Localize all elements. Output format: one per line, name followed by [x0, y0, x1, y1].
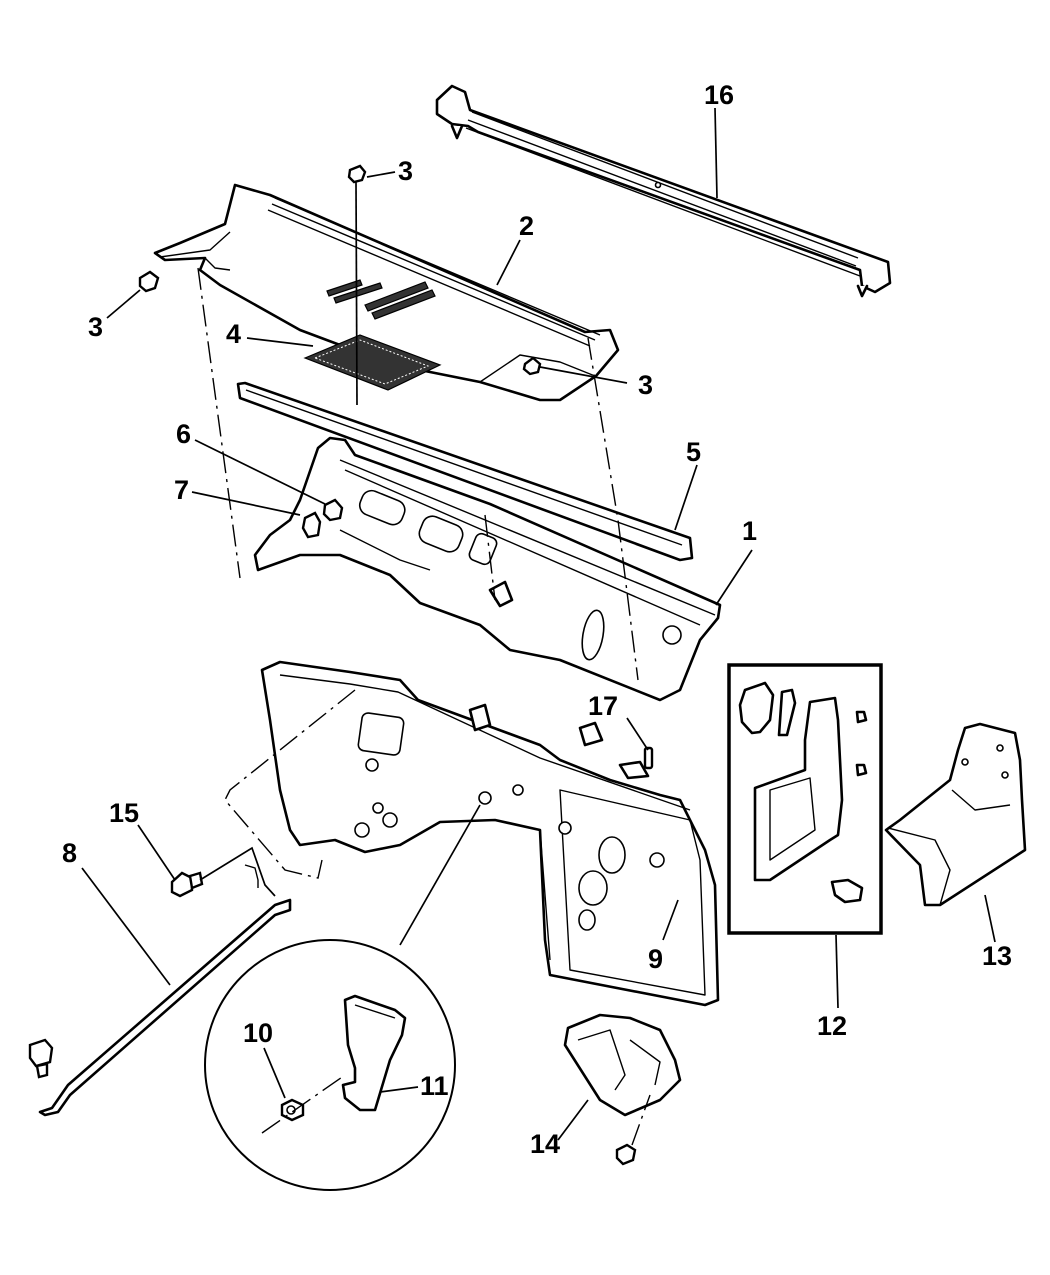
callout-9: 9	[648, 944, 663, 974]
dash-panel	[260, 660, 720, 1007]
callout-8: 8	[62, 838, 77, 868]
part-7-clip	[301, 511, 322, 539]
part-11-grommet	[341, 994, 407, 1112]
part-8-brace	[38, 898, 292, 1117]
part-13-kit	[727, 663, 883, 935]
part-1-cowl-panel	[253, 436, 722, 702]
callout-3-right: 3	[638, 370, 653, 400]
callout-6: 6	[176, 419, 191, 449]
callout-10: 10	[243, 1018, 273, 1048]
part-12-crossmember	[435, 84, 892, 298]
part-15-bolt	[170, 846, 276, 898]
callout-15: 15	[109, 798, 139, 828]
callout-4: 4	[226, 319, 241, 349]
callout-7: 7	[174, 475, 189, 505]
part-3-fastener-top	[347, 164, 367, 406]
part-8-bolt	[28, 1038, 54, 1079]
alignment-line-left	[197, 267, 241, 579]
insulator-outline	[224, 689, 356, 879]
callout-3-top: 3	[398, 156, 413, 186]
part-4-grille-screen	[303, 334, 442, 391]
leader-lines	[81, 107, 996, 1141]
callout-2: 2	[519, 211, 534, 241]
part-10-nut	[261, 1074, 346, 1134]
part-2-vent-slots	[326, 279, 436, 320]
part-16-side-panel	[884, 722, 1027, 907]
part-14-bracket	[563, 1013, 682, 1166]
callout-12: 16	[704, 80, 734, 110]
part-3-fastener-right	[522, 356, 542, 376]
insulator-edge	[244, 864, 259, 888]
part-17-stud	[643, 746, 654, 770]
callout-3-left: 3	[88, 312, 103, 342]
callout-17: 17	[588, 691, 618, 721]
part-3-fastener-left	[138, 270, 160, 293]
callout-11: 11	[420, 1071, 449, 1101]
callout-14: 14	[530, 1129, 560, 1159]
callout-13: 12	[817, 1011, 847, 1041]
part-5-weatherstrip	[236, 381, 694, 562]
callout-5: 5	[686, 437, 701, 467]
part-6-clip	[322, 498, 344, 522]
callout-16: 13	[982, 941, 1012, 971]
callout-1: 1	[742, 516, 757, 546]
alignment-line-center	[484, 514, 496, 601]
detail-circle	[204, 804, 481, 1191]
